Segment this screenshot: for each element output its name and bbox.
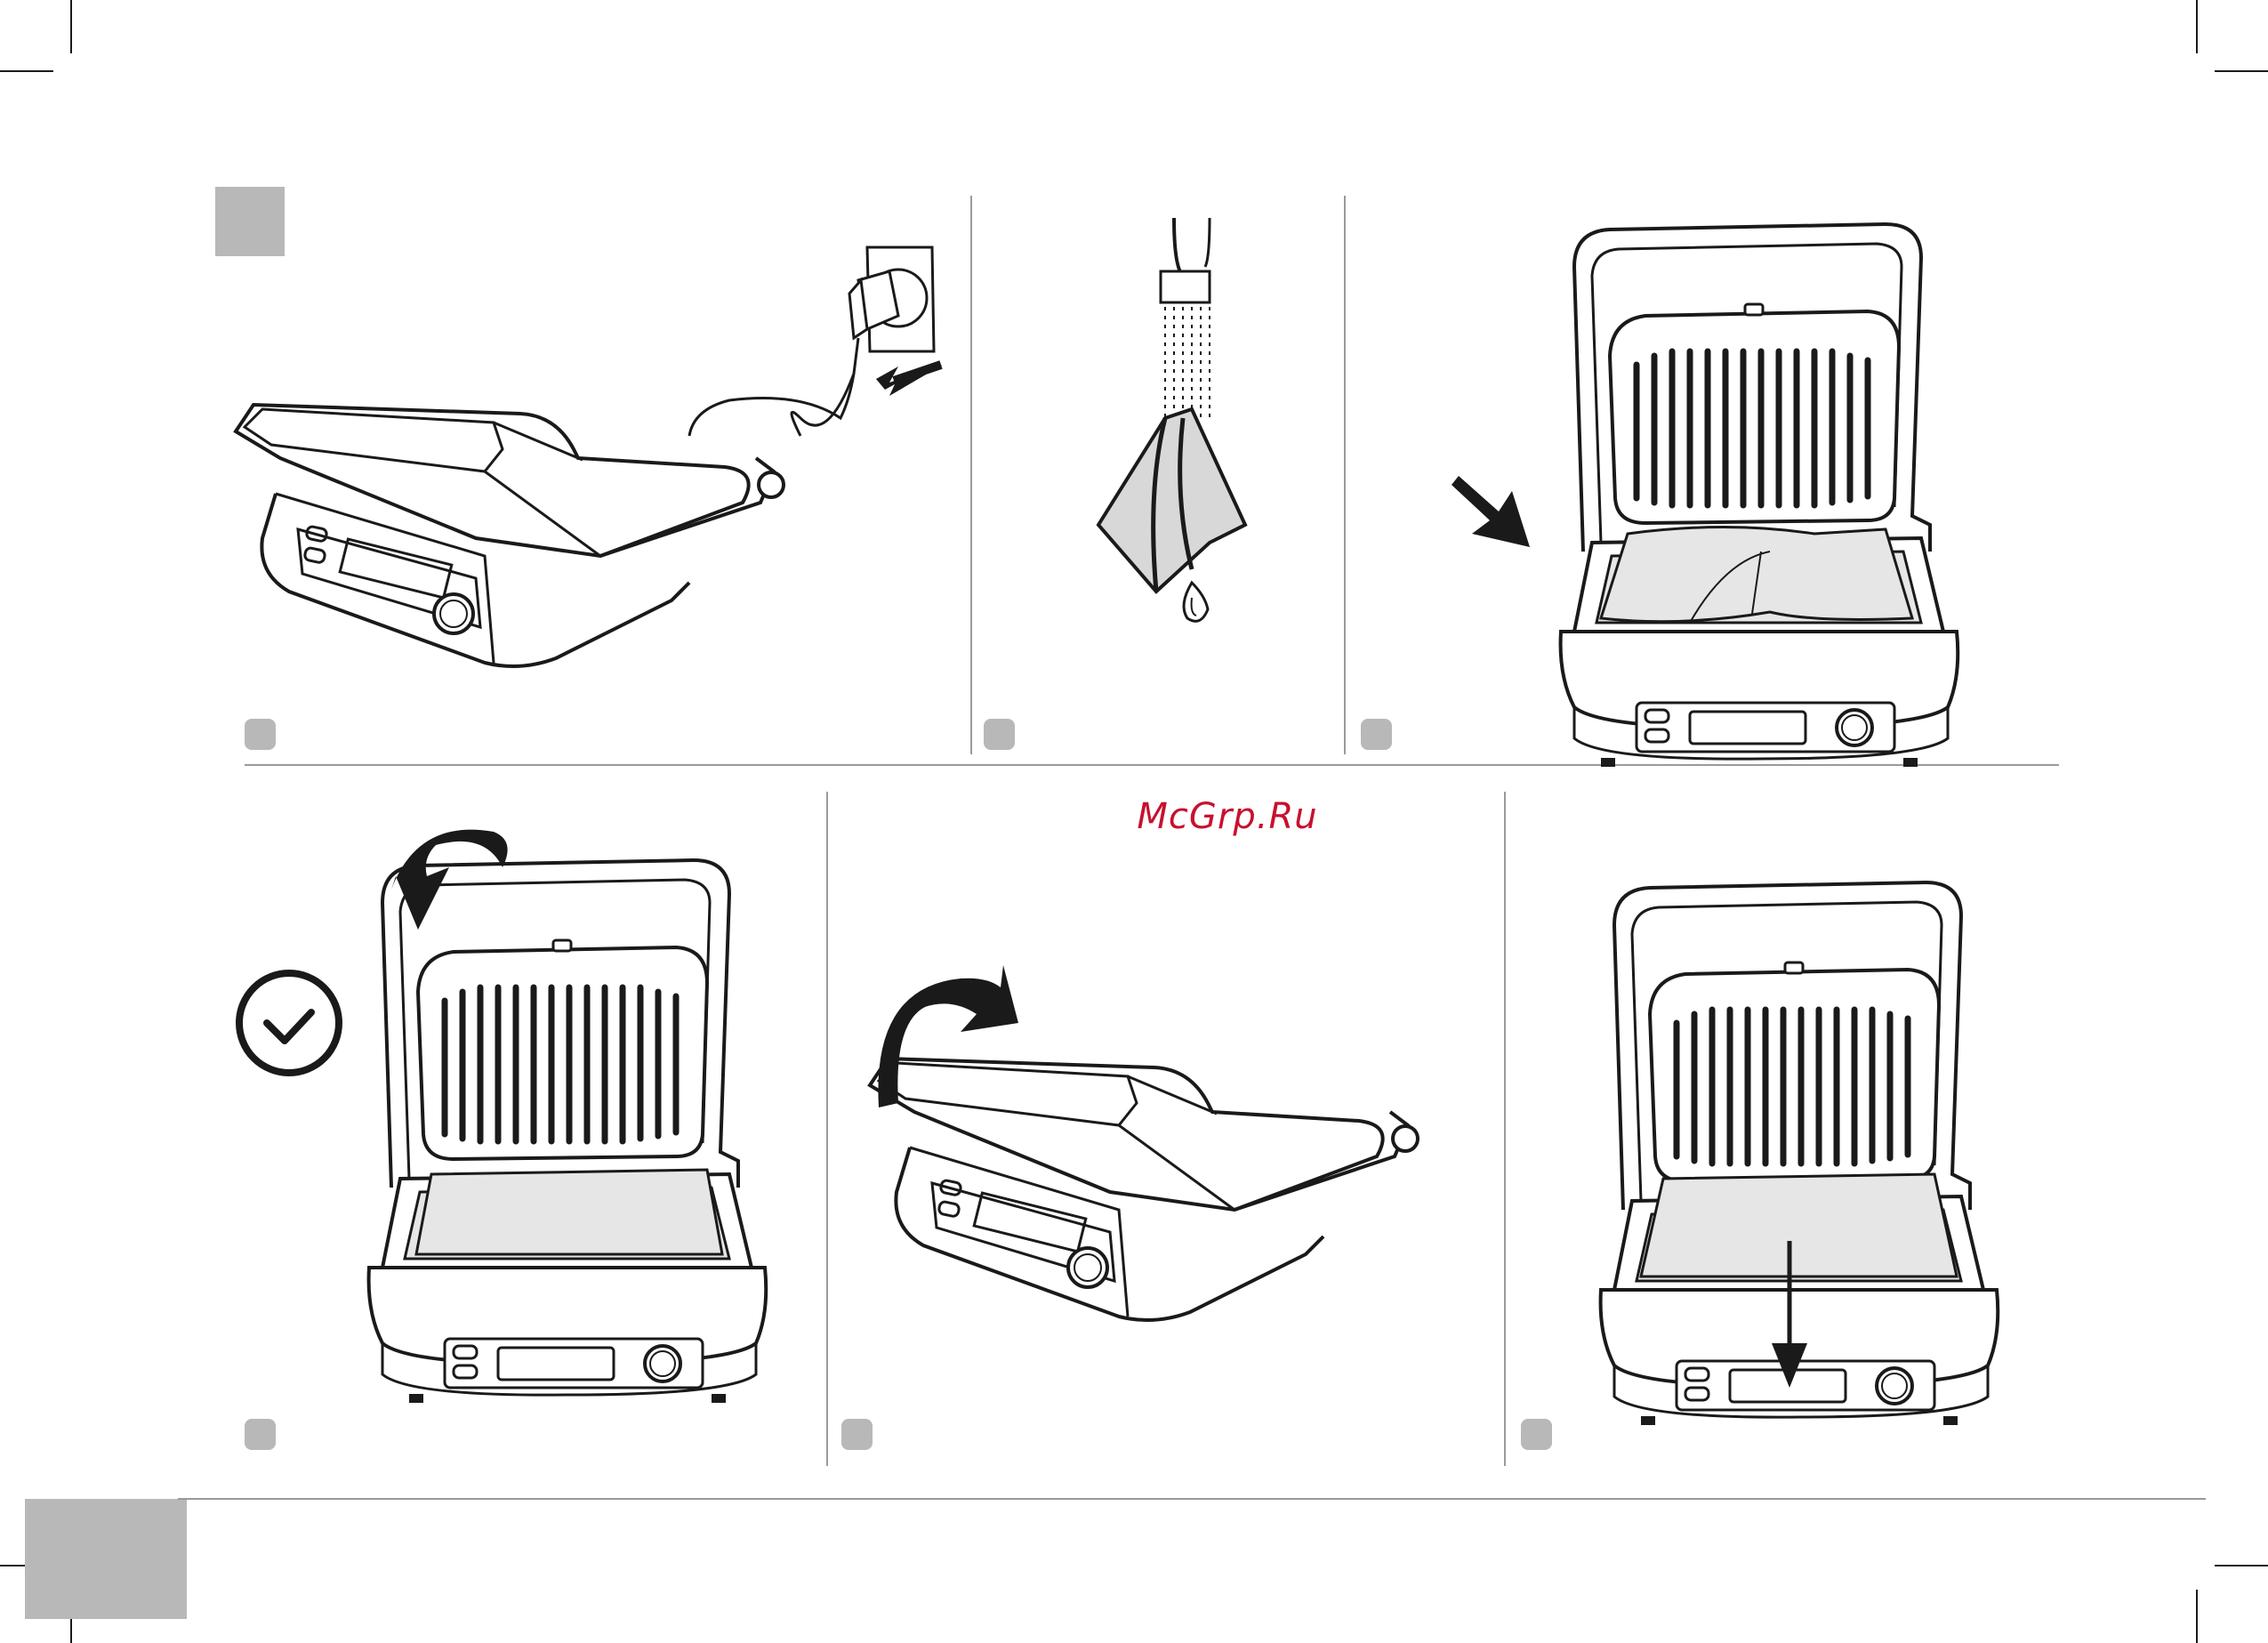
plug-icon	[689, 247, 934, 436]
arrow-icon	[1452, 476, 1530, 547]
page-number-tab	[25, 1499, 187, 1619]
curved-arrow-icon	[391, 830, 508, 930]
watermark: McGrp.Ru	[1023, 796, 1432, 837]
check-circle-icon	[239, 973, 339, 1073]
section-tab	[215, 187, 285, 256]
panel-3-open-grill	[1561, 224, 1958, 767]
panel-1-closed-grill	[236, 405, 784, 666]
panel-2-cloth-under-tap	[1098, 218, 1245, 621]
panel-5-closed-grill	[870, 1059, 1418, 1320]
water-tap-icon	[1161, 271, 1210, 302]
panel-4-open-grill	[369, 860, 767, 1403]
